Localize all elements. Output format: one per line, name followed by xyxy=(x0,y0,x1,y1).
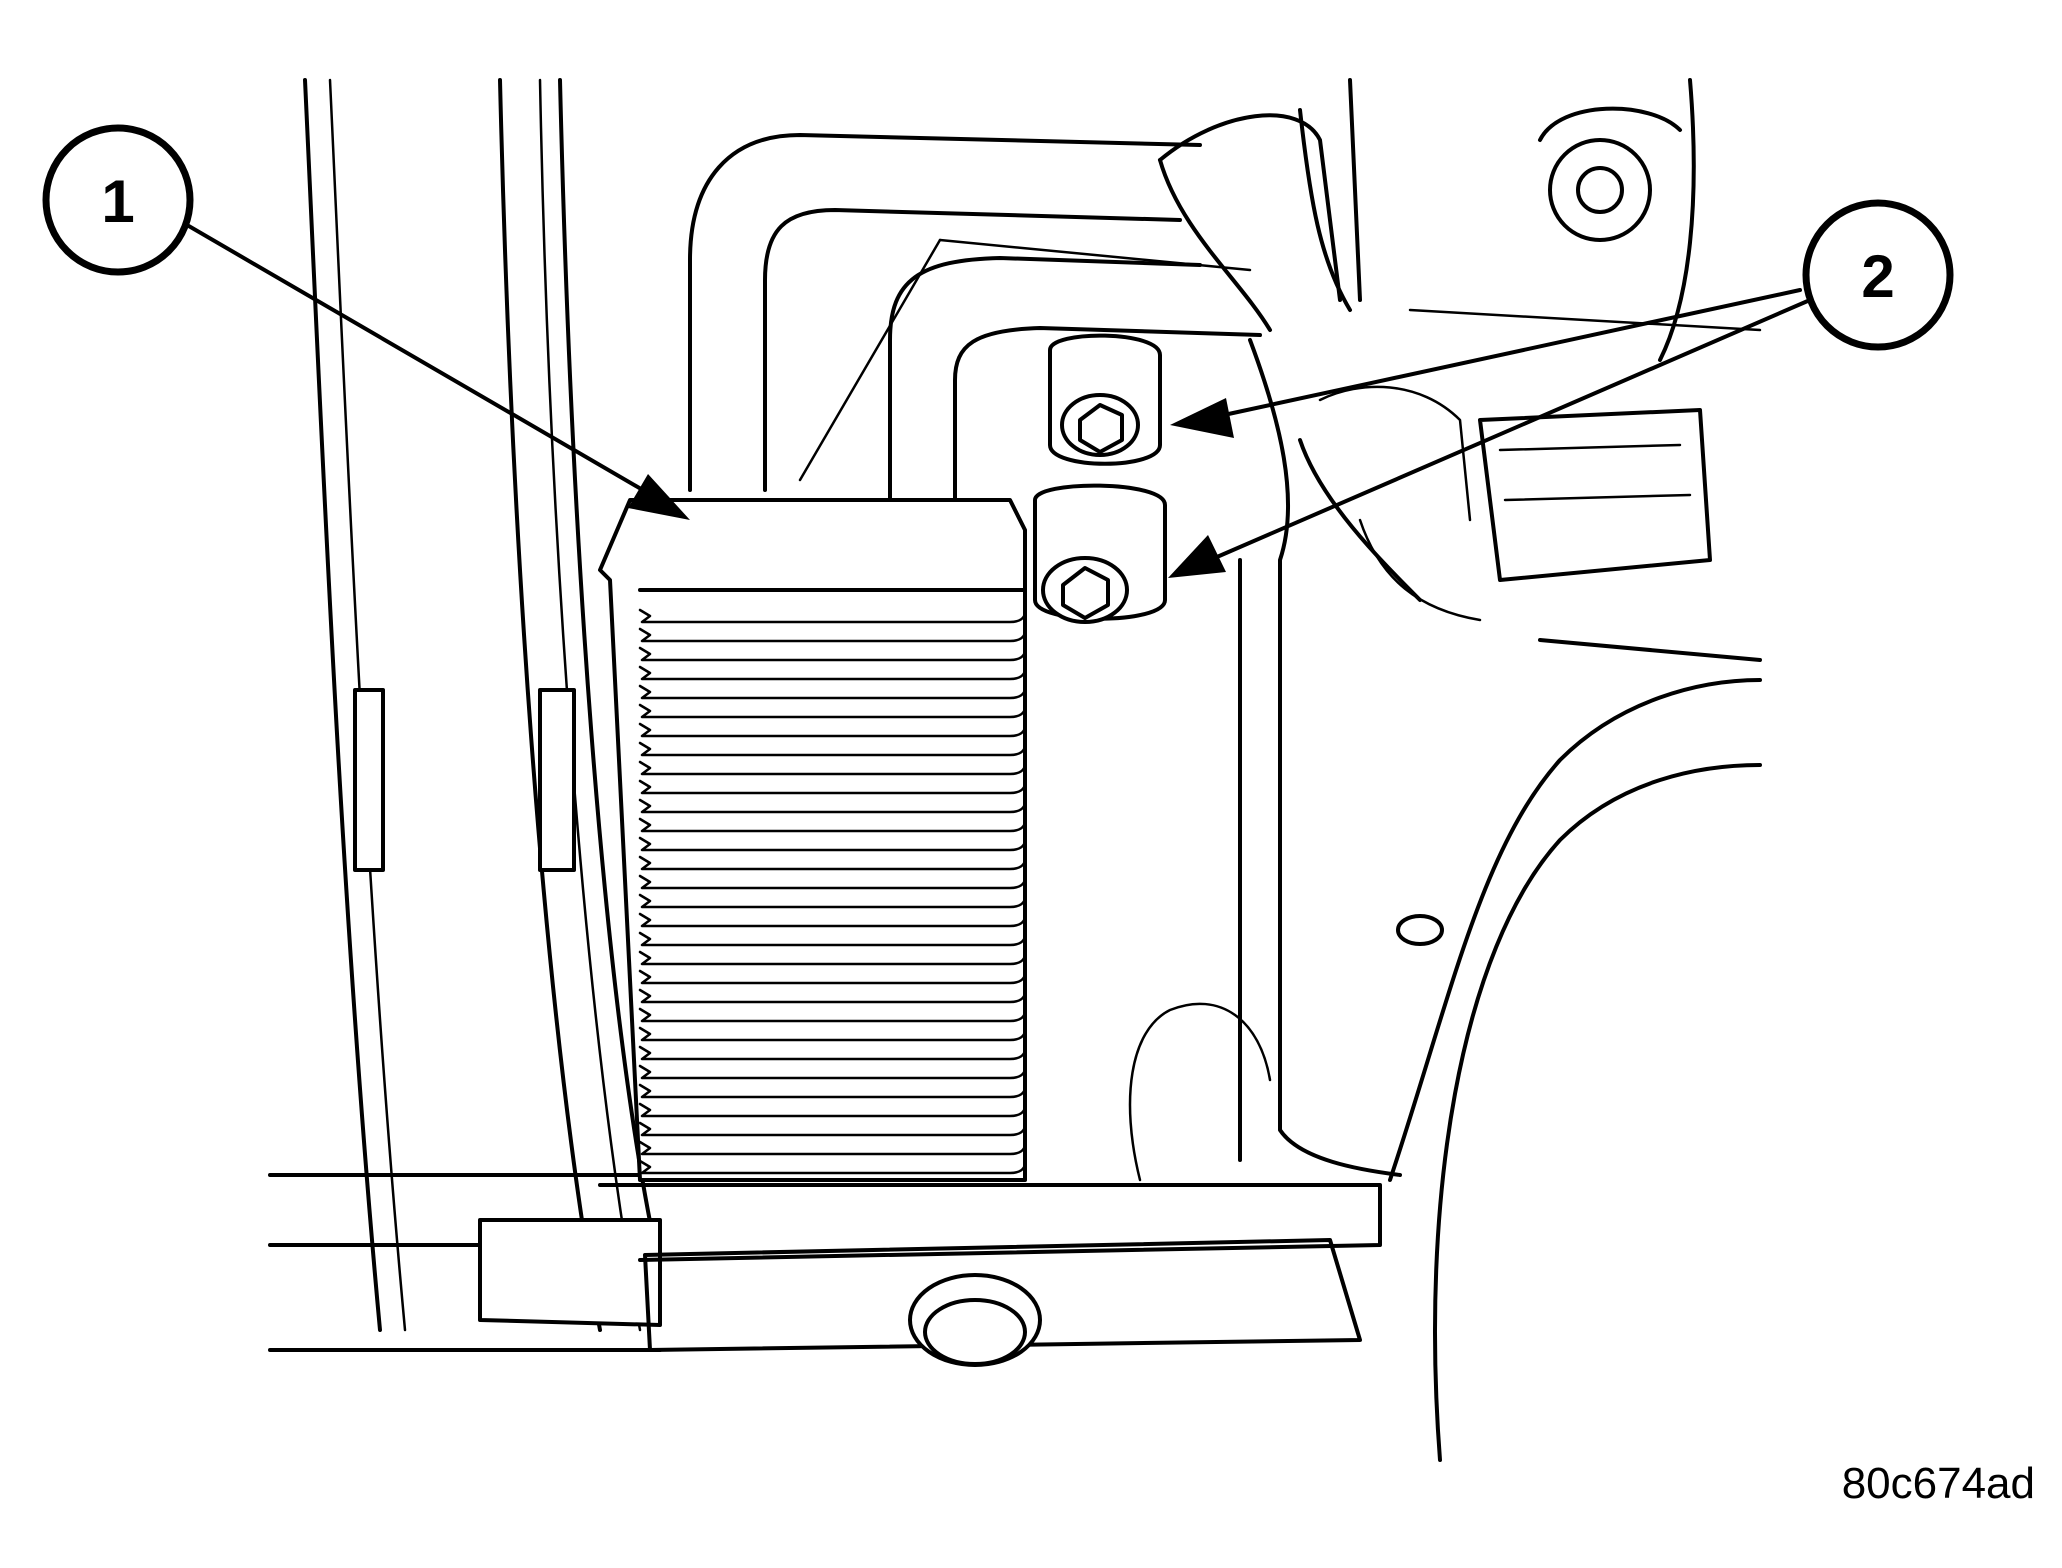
cooler-fin xyxy=(638,741,1027,757)
cooler-fin xyxy=(638,722,1027,738)
cooler-fin xyxy=(638,627,1027,643)
cooler-fin xyxy=(638,1083,1027,1099)
cooler-fin xyxy=(638,1026,1027,1042)
cooler-fin xyxy=(638,1064,1027,1080)
transmission-housing xyxy=(1128,78,1762,1462)
cooler-fin xyxy=(638,912,1027,928)
cooler-fin xyxy=(638,646,1027,662)
cooler-fin xyxy=(638,988,1027,1004)
cooler-fin xyxy=(638,855,1027,871)
cooler-fin xyxy=(638,665,1027,681)
cooler-fin xyxy=(638,836,1027,852)
arrowhead-1 xyxy=(628,474,690,520)
callout-2: 2 xyxy=(1802,199,1954,351)
cooler-fin xyxy=(638,703,1027,719)
cooler-fin xyxy=(638,779,1027,795)
cooler-fin xyxy=(638,1159,1027,1175)
cooler-fin xyxy=(638,1140,1027,1156)
cooler-fin xyxy=(638,1102,1027,1118)
cooler-fin xyxy=(638,798,1027,814)
line-fittings xyxy=(1033,333,1167,624)
cooler-fin xyxy=(638,931,1027,947)
arrowhead-2b xyxy=(1168,535,1226,578)
arrowhead-2a xyxy=(1170,398,1234,438)
cooler-fin xyxy=(638,760,1027,776)
callout-label-1: 1 xyxy=(101,168,134,235)
figure-id: 80c674ad xyxy=(1842,1459,2035,1508)
leader-lines xyxy=(173,216,1812,578)
cooler-fin xyxy=(638,950,1027,966)
cooler-fin xyxy=(638,817,1027,833)
oil-cooler xyxy=(598,498,1027,1182)
cooler-fin xyxy=(638,608,1027,624)
callout-label-2: 2 xyxy=(1861,243,1894,310)
callout-1: 1 xyxy=(42,124,194,276)
cooler-fin xyxy=(638,874,1027,890)
cooler-fin xyxy=(638,1007,1027,1023)
cooler-fins xyxy=(638,608,1027,1175)
bottom-crossmember xyxy=(268,1173,1382,1367)
cooler-fin xyxy=(638,684,1027,700)
cooler-fin xyxy=(638,1045,1027,1061)
left-frame-rails xyxy=(303,78,662,1332)
cooler-fin xyxy=(638,1121,1027,1137)
cooler-fin xyxy=(638,969,1027,985)
cooler-fin xyxy=(638,893,1027,909)
